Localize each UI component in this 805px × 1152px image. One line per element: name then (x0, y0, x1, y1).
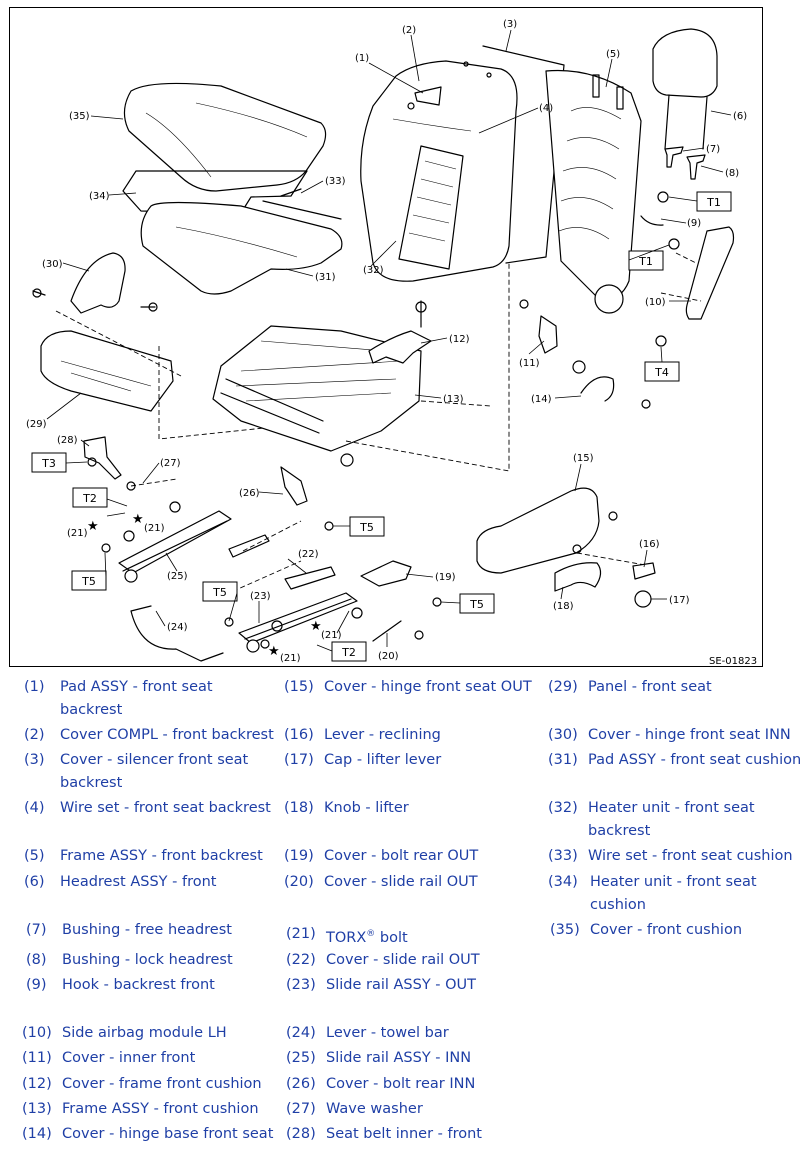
callout-2: (2) (402, 25, 416, 36)
callout-16: (16) (639, 539, 660, 550)
torque-box-t5-mid: T5 (349, 516, 385, 537)
callout-22: (22) (298, 549, 319, 560)
torque-box-t2-lower: T2 (331, 641, 367, 662)
callout-23: (23) (250, 591, 271, 602)
callout-29: (29) (26, 419, 47, 430)
exploded-seat-diagram: (1) (2) (3) (4) (5) (6) (7) (8) (9) (10)… (26, 19, 757, 666)
callout-34: (34) (89, 191, 110, 202)
callout-7: (7) (706, 144, 720, 155)
torque-box-t2-left: T2 (72, 487, 108, 508)
torque-box-t1-lower: T1 (628, 250, 664, 271)
panel-part (40, 330, 174, 412)
slide-rail-inn-part (118, 510, 232, 583)
torque-box-t3: T3 (31, 452, 67, 473)
callout-8: (8) (725, 168, 739, 179)
svg-text:T5: T5 (469, 598, 484, 611)
callout-14: (14) (531, 394, 552, 405)
svg-text:T1: T1 (706, 196, 721, 209)
callout-27: (27) (160, 458, 181, 469)
callout-31: (31) (315, 272, 336, 283)
callout-32: (32) (363, 265, 384, 276)
star-mark-1: ★ (87, 519, 99, 534)
backrest-pad-part (360, 60, 518, 282)
torque-box-t5-left: T5 (71, 570, 107, 591)
callout-26: (26) (239, 488, 260, 499)
callout-18: (18) (553, 601, 574, 612)
callout-25: (25) (167, 571, 188, 582)
torque-box-t5-lower: T5 (202, 581, 238, 602)
svg-text:T2: T2 (341, 646, 356, 659)
torque-box-t4: T4 (644, 361, 680, 382)
svg-text:T2: T2 (82, 492, 97, 505)
callout-1: (1) (355, 53, 369, 64)
callout-3: (3) (503, 19, 517, 30)
star-mark-2: ★ (132, 512, 144, 527)
backrest-frame-part (545, 69, 642, 314)
hinge-cover-out-part (476, 487, 600, 574)
callout-17: (17) (669, 595, 690, 606)
callout-9: (9) (687, 218, 701, 229)
callout-11: (11) (519, 358, 540, 369)
callout-12: (12) (449, 334, 470, 345)
svg-text:T4: T4 (654, 366, 669, 379)
callout-6: (6) (733, 111, 747, 122)
callout-labels: (1) (2) (3) (4) (5) (6) (7) (8) (9) (10)… (26, 19, 747, 664)
cushion-frame-part (212, 325, 422, 452)
cushion-cover-part (123, 82, 327, 192)
svg-text:T5: T5 (212, 586, 227, 599)
svg-text:T5: T5 (359, 521, 374, 534)
callout-10: (10) (645, 297, 666, 308)
callout-21a: (21) (67, 528, 88, 539)
callout-24: (24) (167, 622, 188, 633)
callout-33: (33) (325, 176, 346, 187)
torque-box-t1-upper: T1 (696, 191, 732, 212)
star-mark-3: ★ (310, 619, 322, 634)
airbag-module-part (685, 226, 735, 320)
callout-21d: (21) (280, 653, 301, 664)
figure-id: SE-01823 (709, 656, 757, 666)
svg-text:T5: T5 (81, 575, 96, 588)
callout-4: (4) (539, 103, 553, 114)
callout-28: (28) (57, 435, 78, 446)
callout-20: (20) (378, 651, 399, 662)
torque-box-t5-right: T5 (459, 593, 495, 614)
callout-5: (5) (606, 49, 620, 60)
callout-15: (15) (573, 453, 594, 464)
leader-lines (46, 29, 732, 647)
callout-21c: (21) (321, 630, 342, 641)
headrest-part (652, 28, 718, 150)
bushings-part (664, 146, 706, 180)
svg-text:T3: T3 (41, 457, 56, 470)
callout-21b: (21) (144, 523, 165, 534)
callout-35: (35) (69, 111, 90, 122)
svg-text:T1: T1 (638, 255, 653, 268)
star-mark-4: ★ (268, 644, 280, 659)
callout-30: (30) (42, 259, 63, 270)
exploded-diagram-frame: (1) (2) (3) (4) (5) (6) (7) (8) (9) (10)… (9, 7, 763, 667)
star-marks: ★ ★ ★ ★ (87, 512, 322, 659)
slide-rail-out-part (238, 592, 358, 653)
cushion-pad-part (140, 201, 343, 295)
callout-13: (13) (443, 394, 464, 405)
callout-19: (19) (435, 572, 456, 583)
